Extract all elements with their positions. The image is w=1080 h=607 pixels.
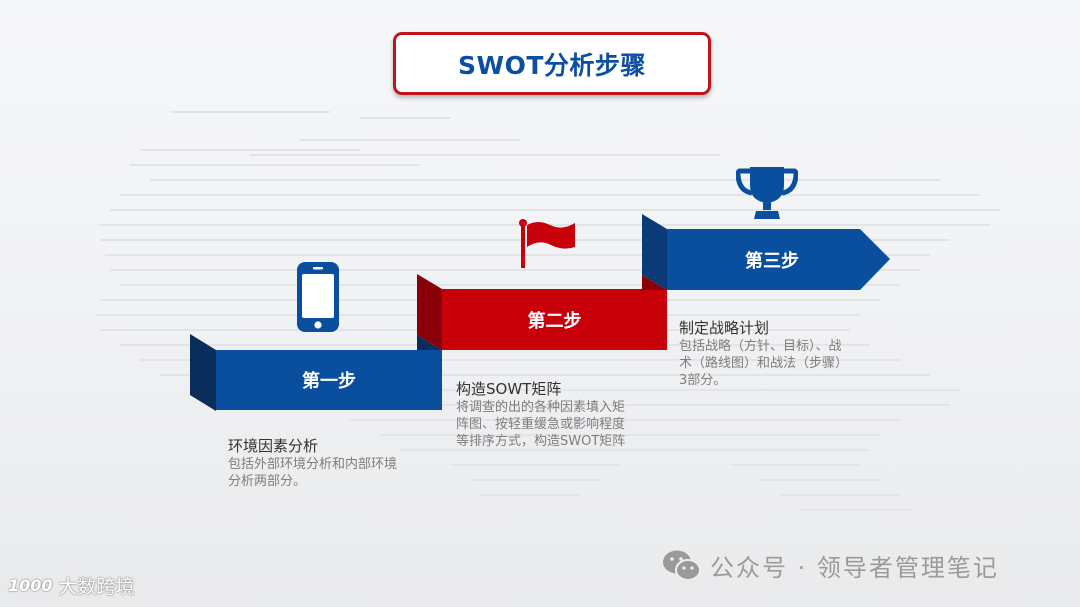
step-2-desc-title: 构造SOWT矩阵 — [456, 380, 562, 398]
wechat-icon — [663, 550, 701, 581]
step-1-description: 环境因素分析 包括外部环境分析和内部环境 分析两部分。 — [228, 436, 458, 490]
smartphone-icon — [297, 262, 339, 336]
trophy-icon — [735, 165, 799, 225]
step-3-desc-title: 制定战略计划 — [679, 319, 770, 337]
step-1-label: 第一步 — [302, 371, 356, 392]
step-2-desc-line-2: 阵图、按轻重缓急或影响程度 — [456, 417, 626, 432]
title-box: SWOT分析步骤 — [393, 32, 711, 95]
step-3-desc-line-2: 术（路线图）和战法（步骤） — [679, 356, 849, 371]
wechat-watermark: 公众号 · 领导者管理笔记 — [662, 548, 999, 583]
step-2-desc-line-3: 等排序方式，构造SWOT矩阵 — [456, 434, 626, 449]
logo-mark: 1000 — [8, 576, 53, 595]
logo-text: 大数跨境 — [58, 576, 135, 598]
step-2-band: 第二步 — [417, 274, 667, 351]
step-3-band: 第三步 — [642, 214, 892, 291]
step-1-desc-title: 环境因素分析 — [228, 437, 319, 455]
step-2-label: 第二步 — [527, 310, 582, 332]
watermark-text: 公众号 · 领导者管理笔记 — [710, 554, 999, 582]
corner-logo: 1000 大数跨境 — [8, 572, 135, 599]
step-3-desc-line-1: 包括战略（方针、目标）、战 — [679, 339, 842, 354]
page-title: SWOT分析步骤 — [458, 50, 646, 80]
step-2-description: 构造SOWT矩阵 将调查的出的各种因素填入矩 阵图、按轻重缓急或影响程度 等排序… — [456, 379, 676, 450]
step-1-desc-line-1: 包括外部环境分析和内部环境 — [228, 457, 398, 472]
step-3-description: 制定战略计划 包括战略（方针、目标）、战 术（路线图）和战法（步骤） 3部分。 — [679, 318, 899, 389]
step-1-desc-line-2: 分析两部分。 — [228, 474, 307, 489]
step-1-band: 第一步 — [190, 334, 442, 411]
step-2-desc-line-1: 将调查的出的各种因素填入矩 — [456, 400, 626, 415]
flag-icon — [518, 217, 578, 273]
step-3-label: 第三步 — [745, 250, 799, 272]
step-3-desc-line-3: 3部分。 — [679, 373, 727, 388]
